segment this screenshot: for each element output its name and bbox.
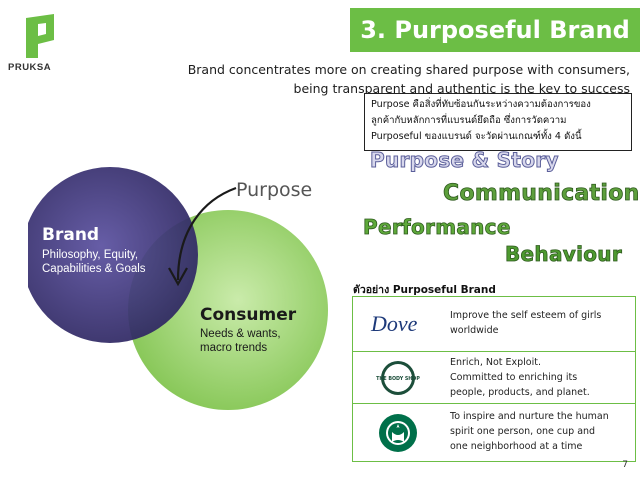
page-title: 3. Purposeful Brand <box>350 8 640 52</box>
criterion-communication: Communication <box>443 181 640 207</box>
subtitle-line-1: Brand concentrates more on creating shar… <box>187 62 630 77</box>
example-text-starbucks: To inspire and nurture the human spirit … <box>450 409 632 454</box>
example-line: spirit one person, one cup and <box>450 426 596 437</box>
dove-logo-text: Dove <box>370 311 418 336</box>
pruksa-logo-icon <box>26 14 54 58</box>
intro-line-1: Purpose คือสิ่งที่ทับซ้อนกันระหว่างความต… <box>371 99 591 110</box>
consumer-desc-line-1: Needs & wants, <box>200 328 281 340</box>
brand-circle <box>28 167 198 343</box>
subtitle-line-2: being transparent and authentic is the k… <box>293 81 630 96</box>
intro-box <box>364 93 632 151</box>
examples-table: Dove Improve the self esteem of girls wo… <box>352 296 636 462</box>
consumer-title: Consumer <box>200 305 297 325</box>
criterion-purpose-story: Purpose & Story <box>370 148 559 173</box>
example-row-body-shop: THE BODY SHOP Enrich, Not Exploit. Commi… <box>353 351 635 404</box>
intro-line-2: ลูกค้ากับหลักการที่แบรนด์ยึดถือ ซึ่งการว… <box>371 115 567 126</box>
example-line: Improve the self esteem of girls <box>450 310 602 321</box>
page-title-text: 3. Purposeful Brand <box>360 16 630 44</box>
example-text-body-shop: Enrich, Not Exploit. Committed to enrich… <box>450 355 632 400</box>
intro-text: Purpose คือสิ่งที่ทับซ้อนกันระหว่างความต… <box>371 97 627 145</box>
purpose-label: Purpose <box>236 179 312 201</box>
purpose-arrow-icon <box>176 186 237 281</box>
brand-title: Brand <box>42 225 99 245</box>
brand-desc-line-1: Philosophy, Equity, <box>42 249 138 261</box>
example-line: one neighborhood at a time <box>450 441 583 452</box>
examples-label: ตัวอย่าง Purposeful Brand <box>353 284 496 296</box>
consumer-desc-line-2: macro trends <box>200 342 267 354</box>
example-line: Enrich, Not Exploit. <box>450 357 542 368</box>
example-line: worldwide <box>450 325 499 336</box>
dove-logo-icon: Dove <box>370 311 418 336</box>
criterion-performance: Performance <box>363 215 511 240</box>
example-row-dove: Dove Improve the self esteem of girls wo… <box>353 297 635 352</box>
example-line: people, products, and planet. <box>450 387 590 398</box>
body-shop-logo-icon: THE BODY SHOP <box>376 361 420 395</box>
subtitle: Brand concentrates more on creating shar… <box>130 60 630 98</box>
example-row-starbucks: To inspire and nurture the human spirit … <box>353 405 635 461</box>
body-shop-logo-text: THE BODY SHOP <box>376 376 420 382</box>
venn-diagram: Purpose Brand Philosophy, Equity, Capabi… <box>28 167 328 410</box>
example-text-dove: Improve the self esteem of girls worldwi… <box>450 308 632 338</box>
brand-name: PRUKSA <box>8 62 52 73</box>
intro-line-3: Purposeful ของแบรนด์ จะวัดผ่านเกณฑ์ทั้ง … <box>371 131 582 142</box>
criterion-behaviour: Behaviour <box>505 242 622 267</box>
example-line: Committed to enriching its <box>450 372 578 383</box>
example-line: To inspire and nurture the human <box>450 411 609 422</box>
starbucks-logo-icon <box>379 414 417 452</box>
page-number: 7 <box>622 460 628 470</box>
brand-desc-line-2: Capabilities & Goals <box>42 263 146 275</box>
